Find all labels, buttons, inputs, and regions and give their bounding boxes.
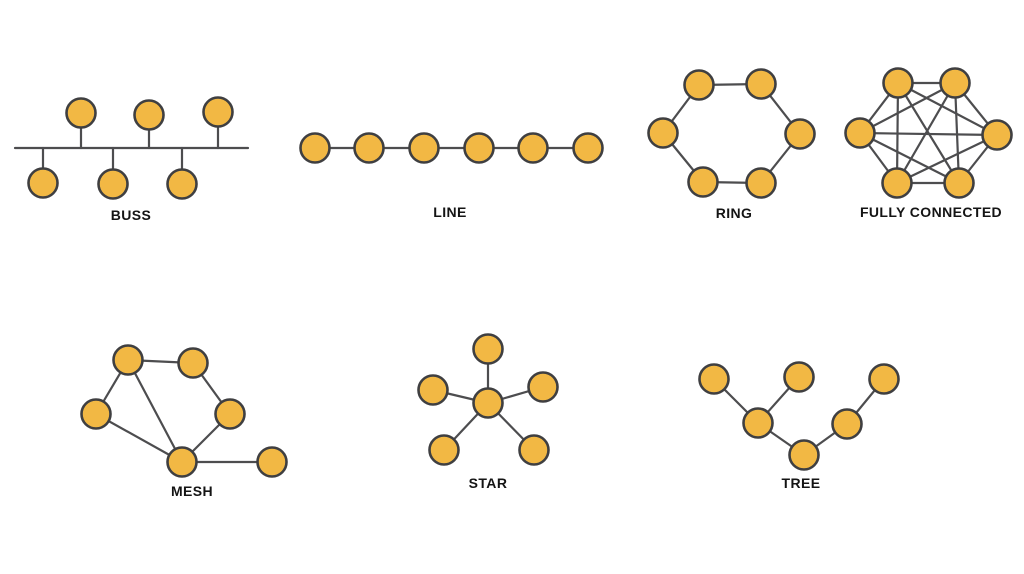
network-node — [166, 446, 198, 478]
network-node — [97, 168, 129, 200]
topology-label-star: STAR — [469, 475, 508, 491]
network-node — [788, 439, 820, 471]
network-node — [428, 434, 460, 466]
network-node — [783, 361, 815, 393]
network-node — [112, 344, 144, 376]
network-node — [408, 132, 440, 164]
network-node — [518, 434, 550, 466]
network-node — [472, 387, 504, 419]
topology-label-line: LINE — [433, 204, 467, 220]
topology-label-fully-connected: FULLY CONNECTED — [860, 204, 1002, 220]
network-edge — [858, 131, 961, 185]
network-node — [868, 363, 900, 395]
network-node — [177, 347, 209, 379]
topology-star: STAR — [417, 333, 559, 491]
topology-ring: RING — [647, 68, 816, 221]
topology-buss: BUSS — [13, 96, 250, 223]
network-node — [27, 167, 59, 199]
network-node — [214, 398, 246, 430]
topology-label-mesh: MESH — [171, 483, 213, 499]
network-edge — [895, 133, 999, 185]
network-node — [572, 132, 604, 164]
network-node — [784, 118, 816, 150]
network-edge — [858, 81, 957, 135]
network-node — [80, 398, 112, 430]
network-node — [202, 96, 234, 128]
network-node — [882, 67, 914, 99]
network-node — [472, 333, 504, 365]
network-edge — [953, 81, 961, 185]
network-node — [463, 132, 495, 164]
network-node — [687, 166, 719, 198]
network-edge — [94, 412, 184, 464]
network-node — [256, 446, 288, 478]
network-edge — [858, 131, 999, 137]
network-node — [831, 408, 863, 440]
topology-label-tree: TREE — [782, 475, 821, 491]
topology-line: LINE — [299, 132, 604, 220]
topology-fully-connected: FULLY CONNECTED — [844, 67, 1013, 220]
network-node — [943, 167, 975, 199]
topology-mesh: MESH — [80, 344, 288, 499]
network-node — [881, 167, 913, 199]
topology-tree: TREE — [698, 361, 900, 491]
network-node — [745, 167, 777, 199]
network-node — [647, 117, 679, 149]
network-edge — [896, 81, 999, 137]
topology-label-buss: BUSS — [111, 207, 152, 223]
network-node — [698, 363, 730, 395]
network-node — [844, 117, 876, 149]
network-node — [517, 132, 549, 164]
network-node — [133, 99, 165, 131]
network-node — [166, 168, 198, 200]
network-edge — [126, 358, 184, 464]
network-node — [745, 68, 777, 100]
network-node — [527, 371, 559, 403]
network-node — [65, 97, 97, 129]
network-node — [939, 67, 971, 99]
topology-label-ring: RING — [716, 205, 753, 221]
network-node — [742, 407, 774, 439]
network-node — [981, 119, 1013, 151]
network-node — [683, 69, 715, 101]
network-node — [417, 374, 449, 406]
network-node — [299, 132, 331, 164]
network-node — [353, 132, 385, 164]
